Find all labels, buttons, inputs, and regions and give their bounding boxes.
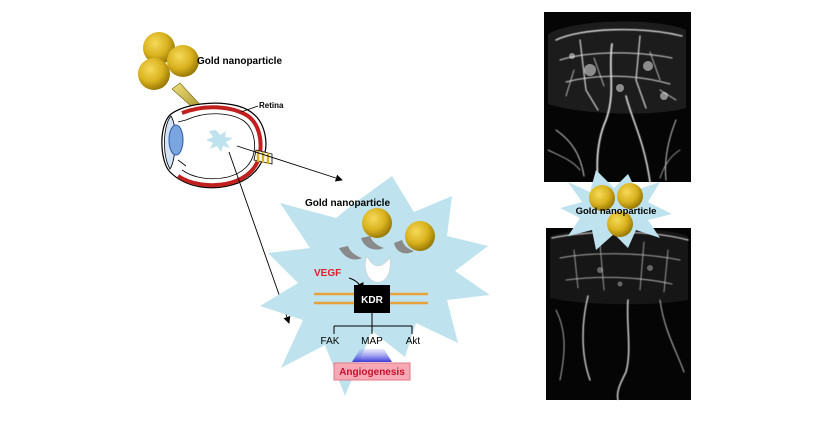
gold-nanoparticle-icon <box>405 221 435 251</box>
label-kdr: KDR <box>361 295 383 306</box>
gold-nanoparticle-group-right <box>589 183 643 237</box>
vegf-crescent-icon <box>339 246 362 260</box>
eye-cross-section <box>161 102 273 189</box>
label-vegf: VEGF <box>314 268 341 279</box>
label-gold-nanoparticle-top: Gold nanoparticle <box>197 56 282 67</box>
angiogenesis-arrow-icon <box>352 349 392 362</box>
gold-nanoparticle-icon <box>138 58 170 90</box>
gold-nanoparticle-icon <box>589 185 615 211</box>
vegf-ligand-icon <box>365 255 391 283</box>
kdr-receptor-box <box>354 285 390 313</box>
vegf-crescent-icon <box>361 236 384 250</box>
gold-nanoparticle-icon <box>607 211 633 237</box>
zoom-arrow-right <box>236 145 343 182</box>
signaling-tree <box>333 313 413 334</box>
label-map: MAP <box>361 336 383 347</box>
label-retina: Retina <box>259 101 284 110</box>
gold-nanoparticle-cluster-top <box>138 32 199 90</box>
gold-nanoparticle-icon <box>617 183 643 209</box>
small-starburst-icon <box>206 130 233 152</box>
label-fak: FAK <box>321 336 340 347</box>
label-akt: Akt <box>406 336 421 347</box>
label-gold-nanoparticle-right: Gold nanoparticle <box>576 206 657 217</box>
label-angiogenesis: Angiogenesis <box>339 367 405 378</box>
micrograph-top <box>544 12 691 183</box>
label-gold-nanoparticle-center: Gold nanoparticle <box>305 198 390 209</box>
gold-nanoparticle-icon <box>362 208 392 238</box>
gold-nanoparticle-icon <box>143 32 175 64</box>
gold-nanoparticle-group-center <box>339 208 435 260</box>
gold-nanoparticle-icon <box>167 45 199 77</box>
micrograph-bottom <box>546 228 691 401</box>
lens-icon <box>168 124 184 156</box>
vegf-crescent-icon <box>394 240 414 254</box>
angiogenesis-box <box>333 362 411 381</box>
right-starburst <box>560 170 672 250</box>
